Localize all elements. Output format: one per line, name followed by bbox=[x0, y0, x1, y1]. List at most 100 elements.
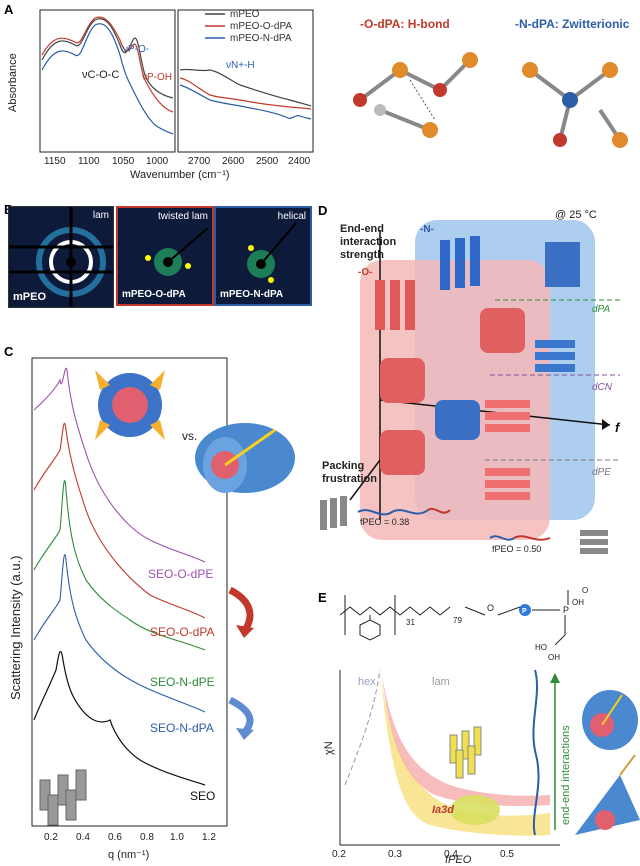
legend-odpa: mPEO-O-dPA bbox=[230, 21, 292, 32]
molecule-o-dpa-model bbox=[353, 52, 478, 138]
gyroid-network-icon bbox=[450, 795, 500, 825]
phase-ylabel: χN bbox=[323, 741, 335, 755]
ftir-tick-1150: 1150 bbox=[44, 156, 66, 167]
phase-xlabel: fPEO bbox=[445, 854, 472, 866]
curve-seo-ndpe bbox=[33, 480, 206, 651]
saxs-tick-0.4: 0.4 bbox=[76, 832, 90, 843]
saxs-tag-lam: lam bbox=[92, 210, 109, 221]
arrow-end-end-label: end-end interactions bbox=[560, 725, 572, 825]
struct-oh2: OH bbox=[548, 653, 560, 662]
ftir-odpa-right bbox=[179, 77, 312, 110]
molecule-n-dpa-model bbox=[522, 62, 628, 148]
legend-mpeo: mPEO bbox=[230, 9, 260, 20]
saxs-image-odpa: twisted lam mPEO-O-dPA bbox=[116, 206, 214, 306]
mol-title-o: -O-dPA: H-bond bbox=[360, 17, 450, 31]
ftir-ndpa-right bbox=[179, 84, 312, 120]
panel-c-label: C bbox=[4, 344, 14, 359]
saxs-tag-helical: helical bbox=[277, 211, 306, 222]
saxs-frame bbox=[31, 357, 228, 827]
region-hex: hex bbox=[358, 676, 376, 688]
region-ia3d: Ia3d bbox=[432, 804, 454, 816]
strut-schematic-e bbox=[575, 754, 640, 835]
ftir-right-frame bbox=[177, 9, 314, 153]
struct-o: O bbox=[487, 603, 494, 613]
saxs-pattern-odpa bbox=[145, 227, 209, 276]
panel-e-phase-chart: 31 79 O P P OH HO OH O χN fPEO 0.2 0.3 0… bbox=[323, 586, 640, 866]
saxs-tick-1.0: 1.0 bbox=[170, 832, 184, 843]
ftir-tick-2400: 2400 bbox=[288, 156, 311, 167]
panel-d-phase-diagram: @ 25 °C -N- -O- f dPA dCN dPE fPEO = 0.3… bbox=[320, 209, 621, 554]
block-red-lamellae bbox=[485, 400, 530, 500]
ann-nh: νN+-H bbox=[226, 60, 255, 71]
plane-dcn-label: dCN bbox=[592, 382, 613, 393]
saxs-image-mpeo: lam mPEO bbox=[8, 206, 114, 308]
blue-arrow-icon bbox=[228, 696, 254, 735]
temp-label: @ 25 °C bbox=[555, 209, 597, 221]
label-seo: SEO bbox=[190, 789, 215, 803]
struct-po3: P bbox=[563, 605, 569, 615]
ann-poh: νP-OH bbox=[142, 72, 172, 83]
block-blue-gyroid-2 bbox=[435, 400, 480, 440]
red-arrow-icon bbox=[228, 586, 254, 632]
saxs-pattern-mpeo bbox=[9, 207, 113, 307]
phase-tick-0.5: 0.5 bbox=[500, 849, 514, 860]
chain-038-icon bbox=[357, 509, 429, 516]
shift-region bbox=[382, 675, 550, 806]
label-seo-odpa: SEO-O-dPA bbox=[150, 625, 214, 639]
tag-o: -O- bbox=[358, 267, 372, 278]
saxs-tag-twisted: twisted lam bbox=[157, 211, 208, 222]
panel-e-label: E bbox=[318, 590, 327, 605]
block-blue-gyroid bbox=[545, 242, 580, 287]
saxs-ylabel: Scattering Intensity (a.u.) bbox=[8, 555, 23, 700]
fpeo-low-label: fPEO = 0.38 bbox=[360, 517, 409, 527]
panel-a-ftir-chart: 1150 1100 1050 1000 2700 2600 2500 2400 … bbox=[7, 9, 630, 181]
ftir-left-frame bbox=[39, 9, 176, 153]
block-red-gyroid-2 bbox=[380, 358, 425, 403]
vs-text: vs. bbox=[182, 429, 197, 443]
label-seo-ndpe: SEO-N-dPE bbox=[150, 675, 215, 689]
phase-tick-0.3: 0.3 bbox=[388, 849, 402, 860]
label-seo-odpe: SEO-O-dPE bbox=[148, 567, 213, 581]
axis-end-end-label: End-end interaction strength bbox=[340, 223, 397, 261]
saxs-tick-0.8: 0.8 bbox=[140, 832, 154, 843]
saxs-image-ndpa: helical mPEO-N-dPA bbox=[214, 206, 312, 306]
saxs-pattern-ndpa bbox=[247, 222, 297, 283]
saxs-tick-0.6: 0.6 bbox=[108, 832, 122, 843]
fpeo-high-label: fPEO = 0.50 bbox=[492, 544, 541, 554]
ftir-odpa-left bbox=[41, 16, 174, 113]
region-lam: lam bbox=[432, 676, 450, 688]
ftir-mPEO-left bbox=[41, 18, 174, 99]
chain-050-icon bbox=[489, 535, 515, 541]
block-red-gyroid-1 bbox=[480, 308, 525, 353]
ftir-xlabel: Wavenumber (cm⁻¹) bbox=[130, 169, 230, 181]
chain-vertical-icon bbox=[532, 669, 540, 836]
axis-packing bbox=[349, 459, 381, 501]
ia3d-region bbox=[380, 670, 550, 836]
block-red-gyroid-3 bbox=[380, 430, 425, 475]
gray-lamellae-icon bbox=[580, 530, 608, 554]
block-blue-cylinders bbox=[440, 236, 480, 290]
panel-c-saxs-chart: SEO-O-dPE SEO-O-dPA SEO-N-dPE SEO-N-dPA … bbox=[8, 357, 295, 861]
plane-dpa-label: dPA bbox=[592, 304, 610, 315]
struct-31: 31 bbox=[406, 618, 415, 627]
saxs-xlabel: q (nm⁻¹) bbox=[108, 849, 149, 861]
struct-oh1: OH bbox=[572, 598, 584, 607]
ann-coc: νC-O-C bbox=[82, 69, 119, 81]
struct-ho: HO bbox=[535, 643, 547, 652]
saxs-name-odpa: mPEO-O-dPA bbox=[122, 289, 186, 300]
chemical-structure bbox=[339, 590, 569, 646]
gray-cylinders-icon bbox=[320, 496, 347, 530]
struct-79: 79 bbox=[453, 616, 462, 625]
axis-f-label: f bbox=[615, 420, 621, 435]
plane-dpe-label: dPE bbox=[592, 467, 611, 478]
curve-seo-odpa bbox=[33, 422, 206, 619]
ftir-ylabel: Absorbance bbox=[7, 53, 19, 112]
curve-seo-ndpa bbox=[33, 554, 206, 713]
saxs-tick-1.2: 1.2 bbox=[202, 832, 216, 843]
panel-a-label: A bbox=[4, 2, 14, 17]
yellow-cylinders-icon bbox=[449, 726, 482, 779]
ftir-tick-2500: 2500 bbox=[256, 156, 279, 167]
cylinder-schematic bbox=[195, 423, 295, 493]
ftir-tick-1050: 1050 bbox=[112, 156, 135, 167]
cylinder-array-icon bbox=[39, 769, 87, 826]
